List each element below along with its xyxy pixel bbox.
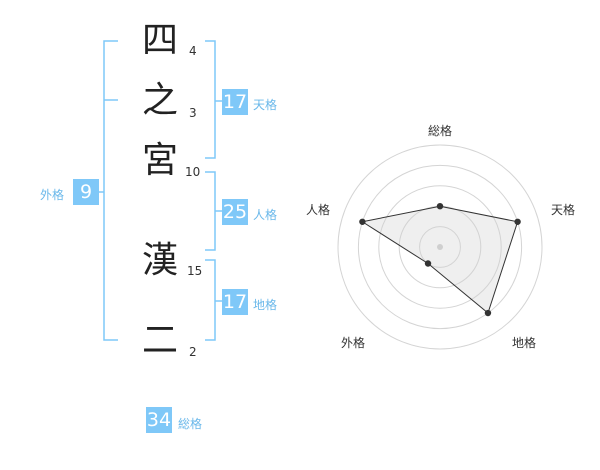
radar-label-soukaku: 総格 [428, 124, 453, 138]
radar-ring [378, 185, 502, 309]
name-char-2: 之 [141, 80, 178, 121]
jinkaku-value: 25 [222, 199, 248, 225]
stroke-count-3: 10 [185, 165, 201, 179]
name-char-1: 四 [141, 20, 178, 61]
soukaku-value: 34 [146, 407, 172, 433]
gaikaku-value: 9 [73, 179, 99, 205]
tenkaku-label: 天格 [253, 98, 278, 112]
chikaku-label: 地格 [253, 298, 278, 312]
radar-point-2 [514, 218, 521, 225]
radar-ring [357, 164, 523, 330]
radar-point-5 [359, 218, 366, 225]
radar-label-chikaku: 地格 [512, 336, 537, 350]
radar-label-gaikaku: 外格 [341, 336, 366, 350]
radar-center [437, 244, 443, 250]
radar-polygon [361, 205, 519, 314]
name-char-3: 宮 [141, 140, 178, 181]
radar-point-3 [484, 309, 492, 317]
tenkaku-value: 17 [222, 89, 248, 115]
radar-point-4 [424, 260, 432, 267]
gaikaku-label: 外格 [40, 188, 65, 202]
radar-point-1 [436, 203, 444, 210]
radar-ring [419, 226, 461, 268]
stroke-count-4: 15 [187, 264, 203, 278]
stroke-count-2: 3 [189, 106, 197, 120]
name-char-4: 漢 [141, 240, 178, 281]
chikaku-value: 17 [222, 289, 248, 315]
name-char-5: 二 [141, 320, 178, 361]
radar-label-tenkaku: 天格 [551, 203, 576, 217]
jinkaku-label: 人格 [253, 208, 278, 222]
soukaku-label: 総格 [178, 417, 203, 431]
radar-label-jinkaku: 人格 [306, 203, 331, 217]
stroke-count-1: 4 [189, 44, 197, 58]
stroke-count-5: 2 [189, 345, 197, 359]
radar-ring [337, 144, 543, 350]
